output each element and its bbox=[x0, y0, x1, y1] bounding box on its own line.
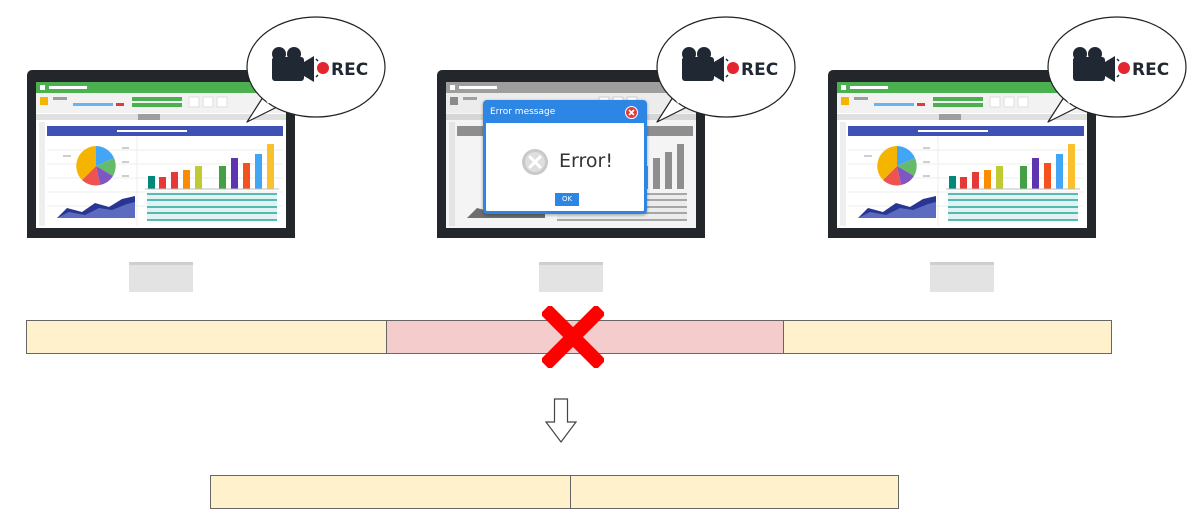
monitor-1 bbox=[27, 70, 295, 292]
video-camera-icon bbox=[272, 47, 329, 82]
rec-label: REC bbox=[741, 60, 778, 80]
rec-bubble-1: REC bbox=[245, 14, 387, 123]
dialog-titlebar: Error message bbox=[486, 103, 644, 123]
rec-bubble-2: REC bbox=[655, 14, 797, 123]
result-segment-1 bbox=[210, 475, 571, 509]
result-segment-2 bbox=[570, 475, 899, 509]
ok-button[interactable]: OK bbox=[555, 193, 579, 206]
monitor-3 bbox=[828, 70, 1096, 292]
timeline-segment-1 bbox=[26, 320, 387, 354]
rec-label: REC bbox=[331, 60, 368, 80]
down-arrow-icon bbox=[545, 398, 577, 443]
rec-bubble-3: REC bbox=[1046, 14, 1188, 123]
dialog-title: Error message bbox=[490, 107, 556, 117]
x-mark-icon bbox=[542, 306, 604, 368]
error-circle-icon bbox=[522, 149, 548, 175]
error-message: Error! bbox=[559, 150, 613, 172]
rec-label: REC bbox=[1132, 60, 1169, 80]
error-dialog: Error message Error! OK bbox=[483, 100, 647, 214]
video-camera-icon bbox=[1073, 47, 1130, 82]
timeline-segment-3 bbox=[783, 320, 1112, 354]
close-icon[interactable] bbox=[625, 106, 638, 119]
video-camera-icon bbox=[682, 47, 739, 82]
